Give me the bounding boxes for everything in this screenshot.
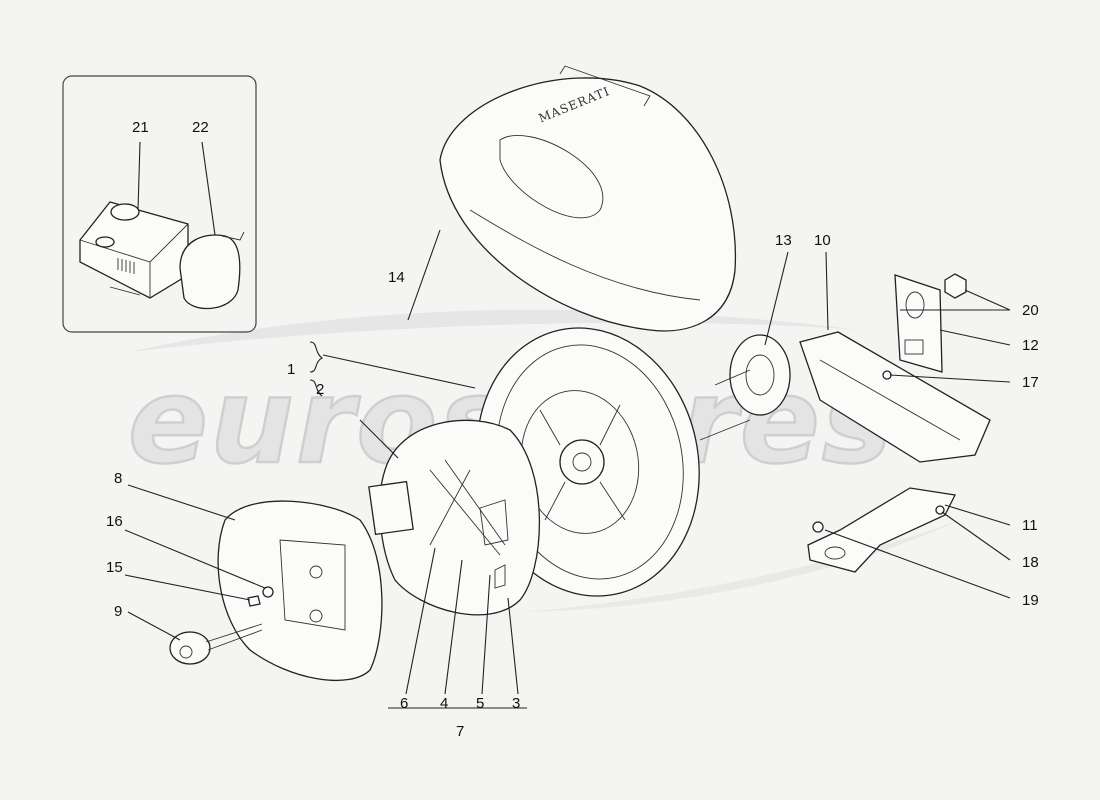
callout-22: 22 — [192, 119, 209, 136]
callout-14: 14 — [388, 269, 405, 286]
callout-5: 5 — [476, 695, 484, 712]
callout-7: 7 — [456, 723, 464, 740]
nut — [247, 595, 261, 607]
washer — [262, 586, 274, 598]
compressor — [79, 201, 189, 299]
callout-4: 4 — [440, 695, 448, 712]
callout-2: 2 — [316, 381, 324, 398]
wheel-bag: MASERATI — [439, 65, 737, 332]
callout-21: 21 — [132, 119, 149, 136]
callout-16: 16 — [106, 513, 123, 530]
callout-18: 18 — [1022, 554, 1039, 571]
callout-12: 12 — [1022, 337, 1039, 354]
callout-15: 15 — [106, 559, 123, 576]
callout-17: 17 — [1022, 374, 1039, 391]
callout-13: 13 — [775, 232, 792, 249]
bracket — [807, 487, 956, 573]
callout-19: 19 — [1022, 592, 1039, 609]
callout-11: 11 — [1022, 517, 1038, 534]
callout-3: 3 — [512, 695, 520, 712]
bracket-upright — [894, 274, 943, 373]
screw — [882, 370, 892, 380]
callout-20: 20 — [1022, 302, 1039, 319]
inset-repair-kit — [62, 75, 257, 333]
callout-9: 9 — [114, 603, 122, 620]
wheel-spacer — [699, 334, 791, 441]
callout-10: 10 — [814, 232, 831, 249]
nut — [944, 273, 967, 299]
callout-6: 6 — [400, 695, 408, 712]
tool-kit — [368, 419, 541, 616]
callout-labels: 1 2 3 4 5 6 7 8 9 10 11 12 13 14 15 16 1… — [106, 119, 1039, 740]
callout-8: 8 — [114, 470, 122, 487]
callout-1: 1 — [287, 361, 295, 378]
tool-tray — [217, 500, 383, 682]
support-tray — [799, 331, 991, 463]
sealant-bottle — [179, 231, 245, 310]
leader-lines — [124, 141, 1011, 709]
